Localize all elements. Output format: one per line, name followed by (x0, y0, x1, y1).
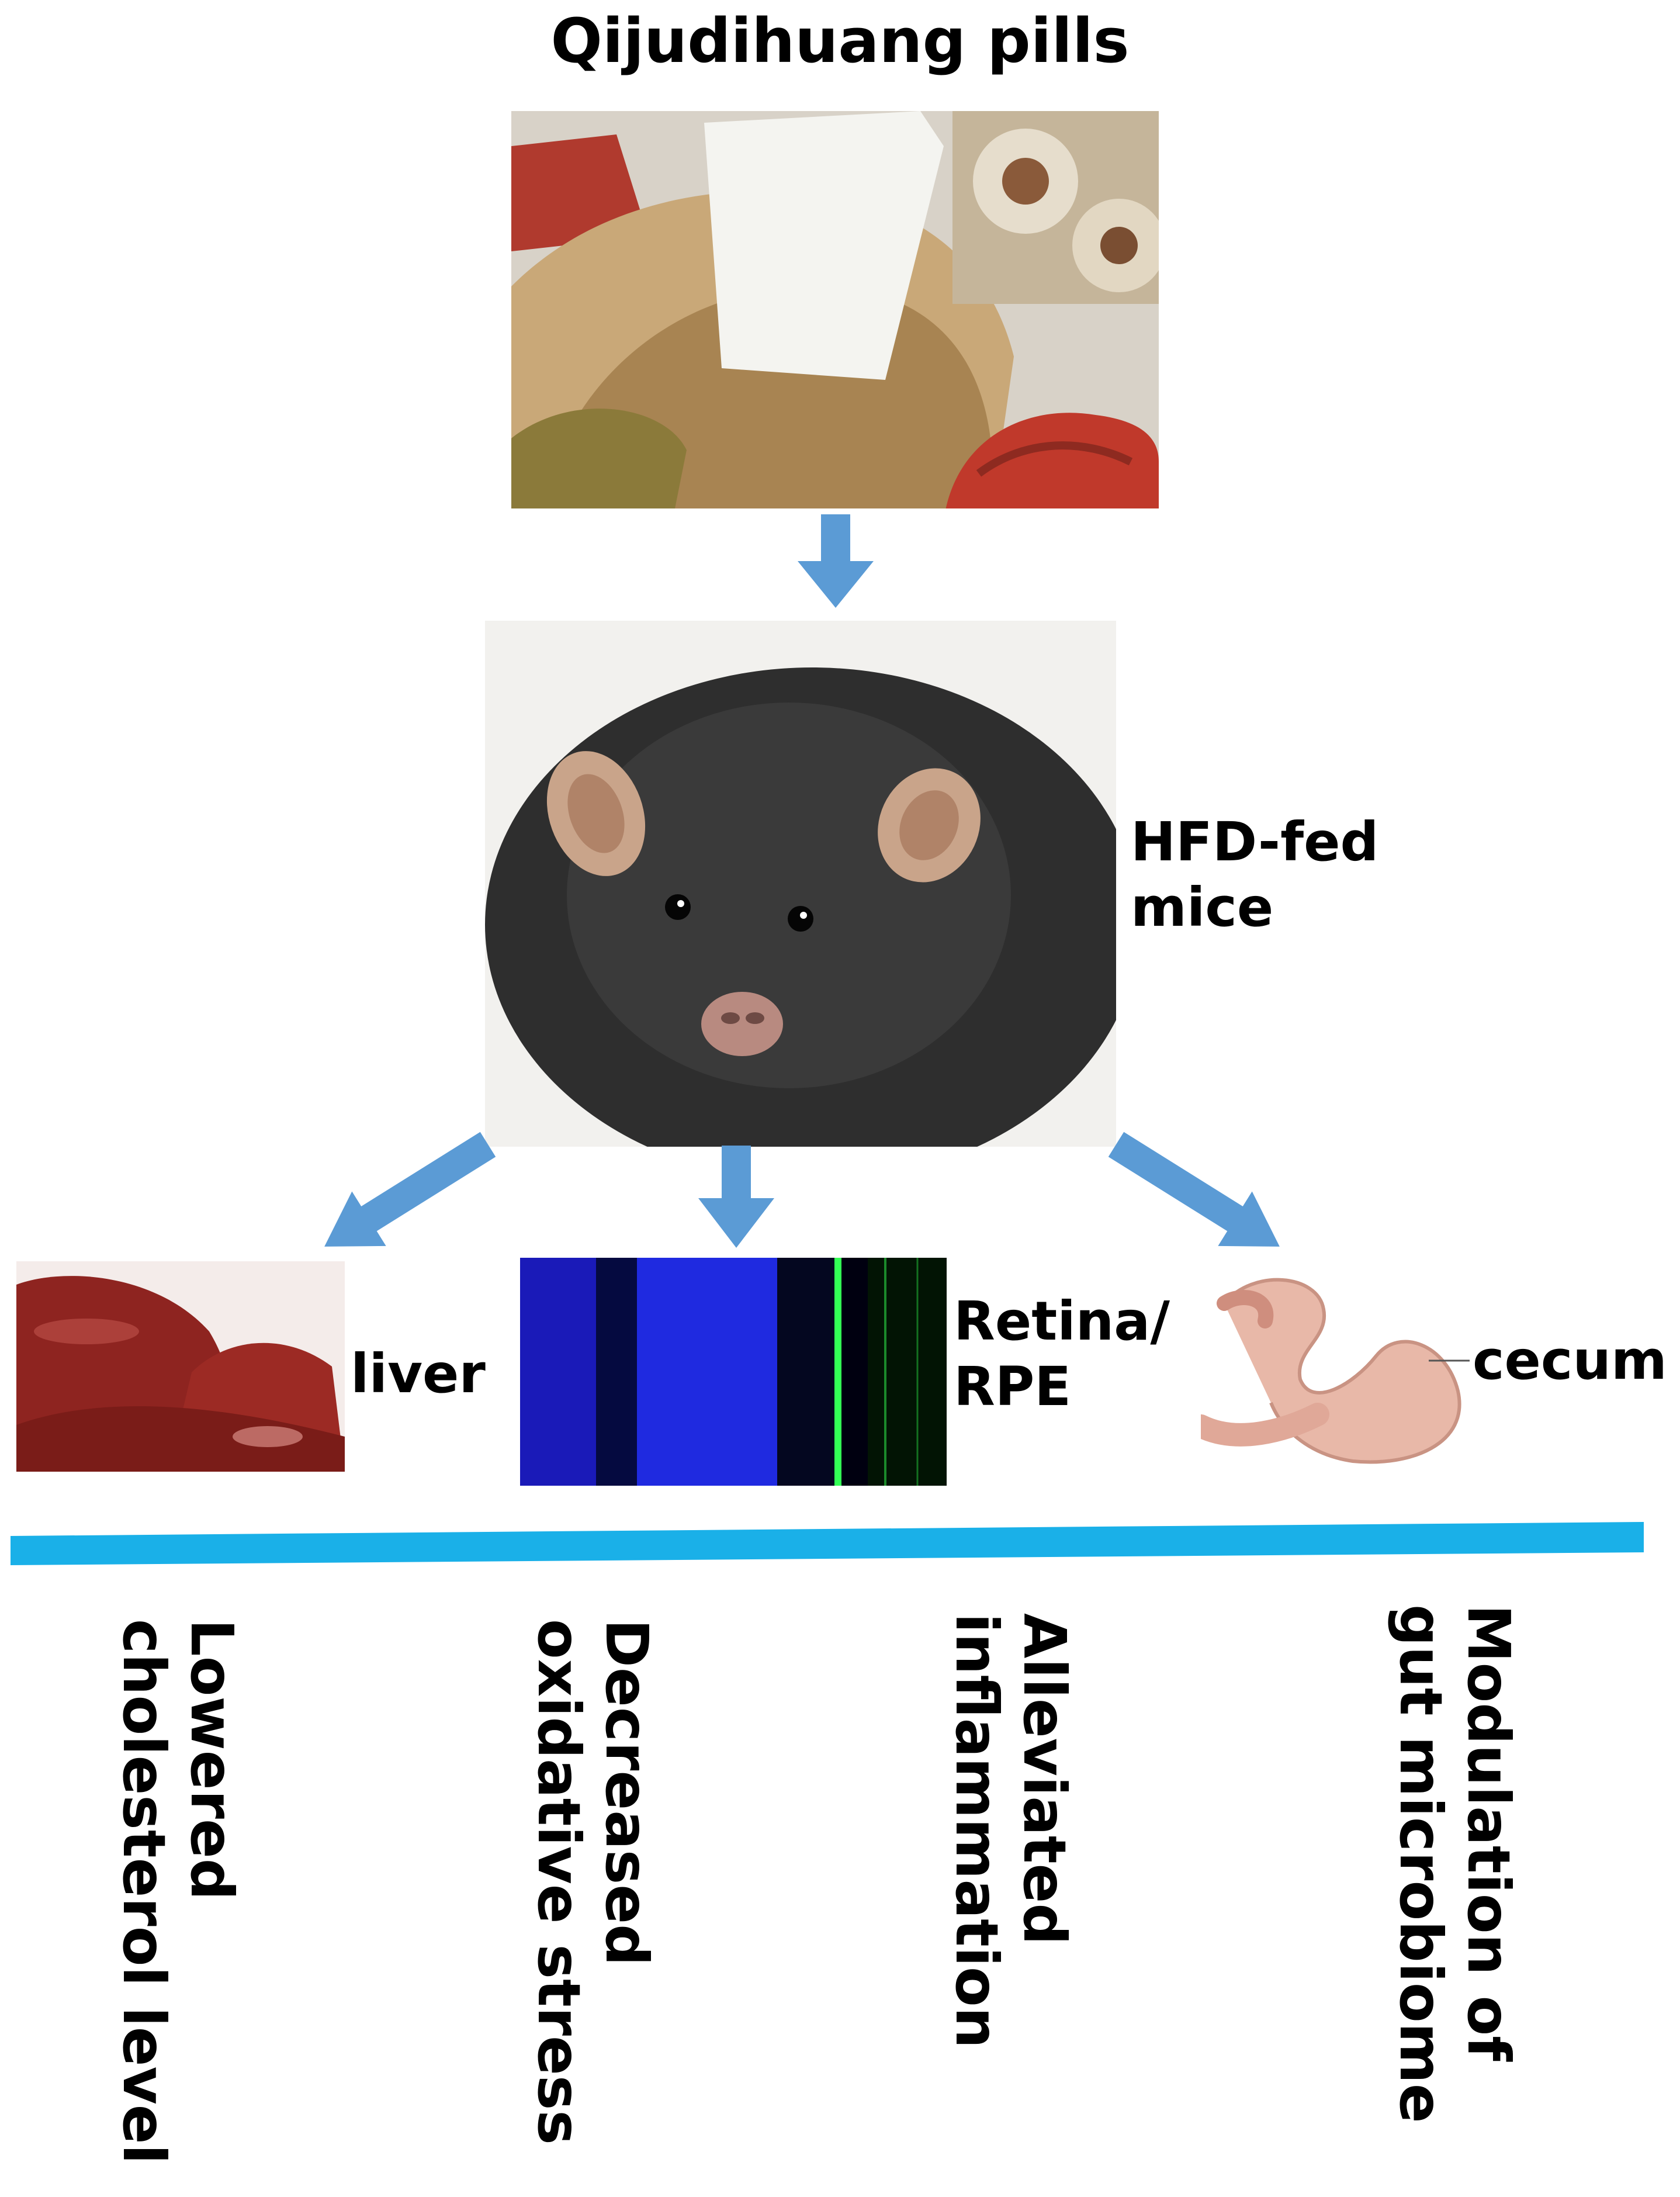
liver-photo (16, 1261, 345, 1472)
liver-label: liver (351, 1343, 486, 1405)
outcome-line-2: oxidative stress (525, 1619, 593, 2145)
retina-label-line-2: RPE (954, 1355, 1072, 1418)
outcome-cholesterol: Lowered cholesterol level (110, 1619, 246, 2164)
divider-line (11, 1522, 1644, 1565)
retina-micrograph (520, 1258, 947, 1486)
herbal-ingredients-photo (511, 111, 1159, 508)
down-left-arrow-icon (324, 1132, 496, 1247)
cecum-illustration (1201, 1268, 1470, 1479)
diagram-title: Qijudihuang pills (550, 5, 1130, 77)
outcome-line-1: Modulation of (1454, 1604, 1523, 2061)
outcome-line-1: Alleviated (1010, 1613, 1079, 1945)
outcome-line-1: Lowered (178, 1619, 246, 1901)
outcome-inflammation: Alleviated inflammation (943, 1613, 1079, 2049)
obese-mouse-photo (485, 621, 1116, 1147)
outcome-line-1: Decreased (593, 1619, 661, 1966)
outcome-oxidative-stress: Decreased oxidative stress (525, 1619, 661, 2145)
mice-label: HFD-fed mice (1131, 809, 1378, 940)
outcome-line-2: cholesterol level (110, 1619, 178, 2164)
outcome-gut-microbiome: Modulation of gut microbiome (1387, 1604, 1523, 2123)
retina-label: Retina/ RPE (954, 1289, 1170, 1420)
flow-arrows (324, 514, 1280, 1248)
cecum-label: cecum (1473, 1329, 1667, 1392)
down-right-arrow-icon (1108, 1132, 1280, 1247)
outcome-line-2: inflammation (943, 1613, 1011, 2049)
retina-label-line-1: Retina/ (954, 1290, 1170, 1352)
outcome-line-2: gut microbiome (1387, 1604, 1455, 2123)
mice-label-line-1: HFD-fed (1131, 811, 1379, 873)
down-arrow-icon (698, 1146, 774, 1248)
mice-label-line-2: mice (1131, 876, 1274, 939)
down-arrow-icon (798, 514, 874, 608)
